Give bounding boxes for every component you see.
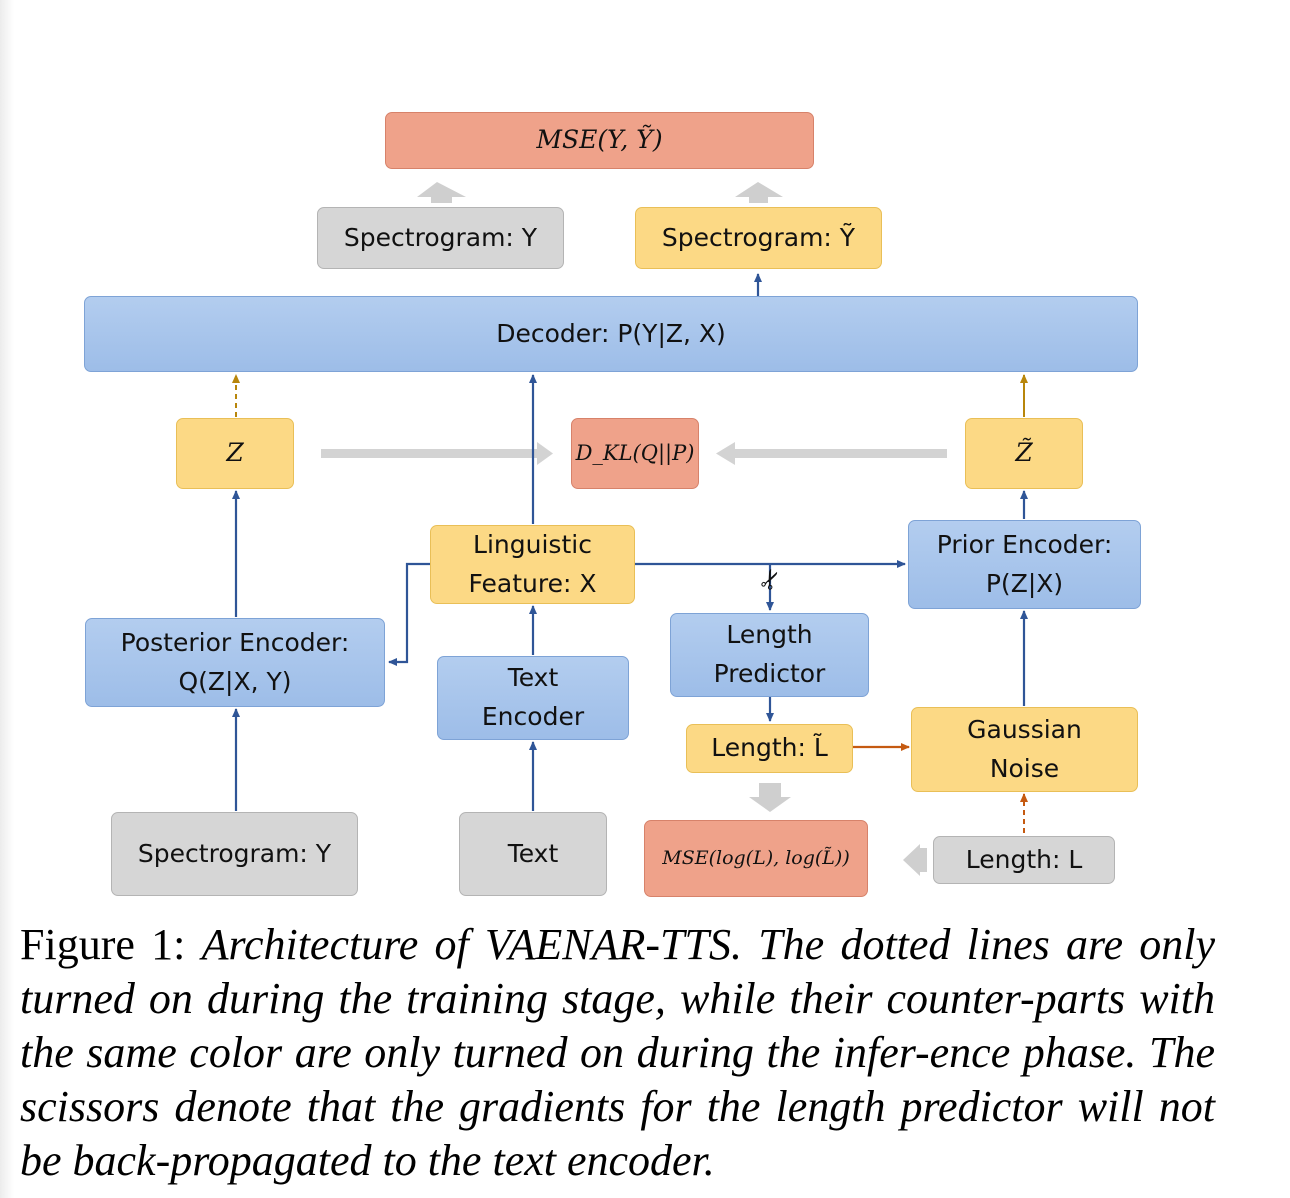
gray-arrow-z-to-dkl — [321, 442, 553, 465]
figure-caption: Figure 1: Architecture of VAENAR-TTS. Th… — [20, 918, 1215, 1188]
mse-spectrogram-box: MSE(Y, Ỹ) — [385, 112, 814, 169]
architecture-diagram — [232, 182, 1028, 876]
gray-arrow-spectilde-to-mse — [735, 182, 783, 203]
gray-arrow-ztilde-to-dkl — [716, 442, 947, 465]
linguistic-feature-box: Linguistic Feature: X — [430, 525, 635, 604]
spectrogram-y-bottom-box: Spectrogram: Y — [111, 812, 358, 896]
arrow-ling-to-posterior — [388, 562, 430, 666]
z-box: Z — [176, 418, 294, 489]
gaussian-noise-box: Gaussian Noise — [911, 707, 1138, 792]
gray-arrow-spec-to-mse — [417, 182, 466, 203]
spectrogram-y-top-box: Spectrogram: Y — [317, 207, 564, 269]
kl-divergence-box: D_KL(Q||P) — [571, 418, 699, 489]
spectrogram-ytilde-box: Spectrogram: Ỹ — [635, 207, 882, 269]
text-input-box: Text — [459, 812, 607, 896]
length-tilde-box: Length: L̃ — [686, 724, 853, 773]
decoder-box: Decoder: P(Y|Z, X) — [84, 296, 1138, 372]
ztilde-box: Z̃ — [965, 418, 1083, 489]
prior-encoder-box: Prior Encoder: P(Z|X) — [908, 520, 1141, 609]
caption-label: Figure 1: — [20, 920, 186, 969]
text-encoder-box: Text Encoder — [437, 656, 629, 740]
gray-arrow-length-to-mse — [903, 844, 927, 876]
length-l-box: Length: L — [933, 836, 1115, 884]
caption-text: Architecture of VAENAR-TTS. The dotted l… — [20, 920, 1215, 1185]
page-edge-shadow — [0, 0, 14, 1198]
length-predictor-box: Length Predictor — [670, 613, 869, 697]
mse-length-box: MSE(log(L), log(L̃)) — [644, 820, 868, 897]
gray-arrow-lengthtilde-to-mse — [749, 783, 791, 812]
posterior-encoder-box: Posterior Encoder: Q(Z|X, Y) — [85, 618, 385, 707]
